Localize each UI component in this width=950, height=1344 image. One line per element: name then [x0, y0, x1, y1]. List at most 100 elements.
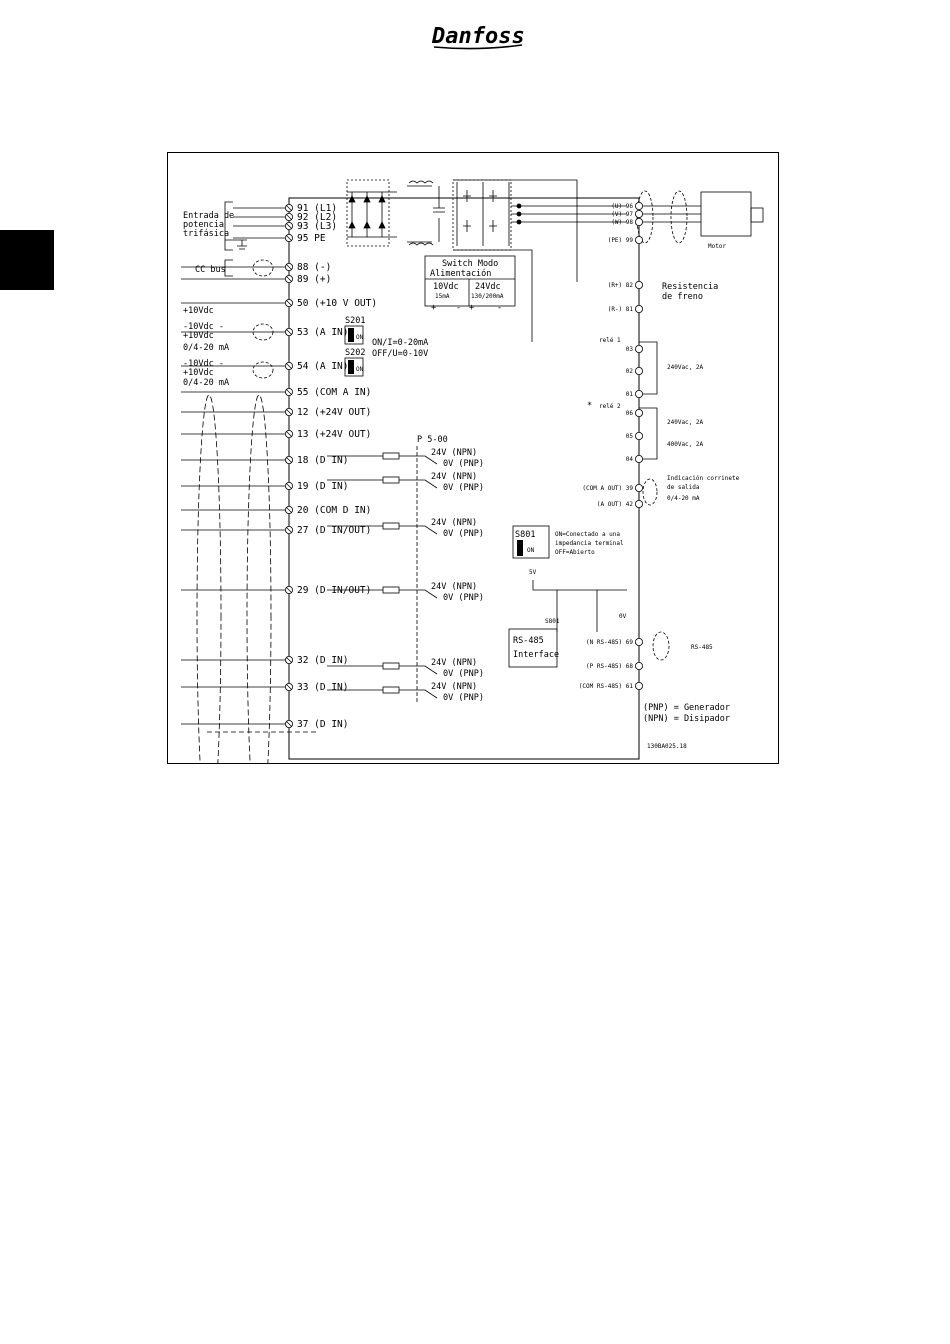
svg-text:Switch Modo: Switch Modo — [442, 259, 498, 269]
svg-text:24V (NPN): 24V (NPN) — [431, 658, 477, 668]
ai-mode-label: ON/I=0-20mA OFF/U=0-10V — [372, 338, 428, 359]
svg-text:0V (PNP): 0V (PNP) — [443, 459, 484, 469]
motor-group — [636, 190, 764, 244]
chapter-tab — [0, 230, 54, 290]
svg-text:-10Vdc -: -10Vdc - — [183, 359, 224, 369]
terminal-label-39: (COM A OUT) 39 — [582, 485, 633, 492]
terminal-06 — [634, 408, 643, 417]
svg-text:S201: S201 — [345, 316, 365, 326]
terminal-96 — [634, 202, 643, 211]
terminal-label-61: (COM RS-485) 61 — [579, 683, 634, 690]
svg-text:24V (NPN): 24V (NPN) — [431, 518, 477, 528]
power-supply-box: Switch Modo Alimentación 10Vdc 15mA 24Vd… — [424, 255, 516, 313]
svg-text:10Vdc: 10Vdc — [433, 282, 459, 292]
dc-bus-label: CC bus — [195, 265, 226, 275]
svg-text:ON: ON — [356, 334, 364, 341]
terminal-label-55: 55 (COM A IN) — [297, 387, 371, 398]
terminal-label-50: 50 (+10 V OUT) — [297, 298, 377, 309]
switch-s801: S801 ON ON=Conectado a una impedancia te… — [512, 525, 624, 559]
svg-text:24V (NPN): 24V (NPN) — [431, 682, 477, 692]
terminal-04 — [634, 454, 643, 463]
svg-text:0/4-20 mA: 0/4-20 mA — [667, 495, 700, 502]
terminal-label-54: 54 (A IN) — [297, 361, 348, 372]
ain54-label: -10Vdc - +10Vdc 0/4-20 mA — [183, 359, 229, 388]
svg-text:Alimentación: Alimentación — [430, 268, 491, 279]
terminal-01 — [634, 389, 643, 398]
svg-text:0/4-20 mA: 0/4-20 mA — [183, 378, 229, 388]
svg-text:0V (PNP): 0V (PNP) — [443, 593, 484, 603]
terminal-label-02: 02 — [626, 368, 634, 375]
svg-text:24V (NPN): 24V (NPN) — [431, 472, 477, 482]
terminal-label-33: 33 (D IN) — [297, 682, 348, 693]
digital-input-row: 24V (NPN)0V (PNP) — [327, 582, 484, 603]
switch-s202: S202 ON — [344, 348, 365, 377]
terminal-label-68: (P RS-485) 68 — [586, 663, 633, 670]
svg-text:*: * — [587, 401, 592, 411]
terminal-03 — [634, 344, 643, 353]
aout-label: Indicación corrinete de salida 0/4-20 mA — [642, 475, 740, 506]
digital-input-row: 24V (NPN)0V (PNP) — [327, 518, 484, 539]
svg-text:S801: S801 — [545, 618, 560, 625]
terminal-02 — [634, 366, 643, 375]
terminal-61 — [634, 682, 643, 691]
terminal-label-53: 53 (A IN) — [297, 327, 348, 338]
svg-text:15mA: 15mA — [435, 293, 450, 300]
terminal-label-95: 95 PE — [297, 233, 326, 244]
terminal-39 — [634, 483, 643, 492]
wiring-diagram: Entrada de potencia trifásica CC bus +10… — [167, 152, 779, 764]
svg-text:ON: ON — [356, 366, 364, 373]
terminal-98 — [634, 218, 643, 227]
terminal-label-42: (A OUT) 42 — [597, 501, 634, 508]
terminal-label-96: (U) 96 — [611, 203, 633, 210]
relay-1: relé 1 240Vac, 2A — [599, 337, 704, 395]
svg-text:ON: ON — [527, 547, 535, 554]
svg-text:impedancia terminal: impedancia terminal — [555, 540, 624, 547]
svg-text:S202: S202 — [345, 348, 365, 358]
svg-text:130/200mA: 130/200mA — [471, 293, 504, 300]
svg-text:0V (PNP): 0V (PNP) — [443, 529, 484, 539]
svg-text:P 5-00: P 5-00 — [417, 435, 448, 445]
power-input-label: Entrada de potencia trifásica — [183, 211, 234, 239]
svg-text:relé 1: relé 1 — [599, 337, 621, 344]
svg-text:Interface: Interface — [513, 650, 559, 660]
legend: (PNP) = Generador (NPN) = Disipador — [643, 703, 730, 724]
terminal-label-93: 93 (L3) — [297, 221, 337, 232]
svg-text:0/4-20 mA: 0/4-20 mA — [183, 343, 229, 353]
ain53-label: -10Vdc - +10Vdc 0/4-20 mA — [183, 322, 229, 353]
p10vdc-label: +10Vdc — [183, 306, 214, 316]
svg-text:-: - — [497, 303, 502, 313]
svg-text:RS-485: RS-485 — [691, 644, 713, 651]
svg-text:ON/I=0-20mA: ON/I=0-20mA — [372, 338, 428, 348]
terminal-label-91: 91 (L1) — [297, 203, 337, 214]
figure-code: 130BA025.18 — [647, 743, 687, 750]
svg-text:240Vac, 2A: 240Vac, 2A — [667, 419, 704, 426]
terminal-label-37: 37 (D IN) — [297, 719, 348, 730]
terminal-label-12: 12 (+24V OUT) — [297, 407, 371, 418]
svg-text:Resistencia: Resistencia — [662, 282, 718, 292]
terminal-label-18: 18 (D IN) — [297, 455, 348, 466]
svg-text:5V: 5V — [529, 569, 537, 576]
svg-text:+: + — [431, 303, 436, 313]
svg-text:RS-485: RS-485 — [513, 636, 544, 646]
svg-text:-10Vdc -: -10Vdc - — [183, 322, 224, 332]
svg-text:potencia: potencia — [183, 220, 224, 230]
terminal-label-97: (V) 97 — [611, 211, 633, 218]
terminal-81 — [634, 304, 643, 313]
terminal-label-04: 04 — [626, 456, 634, 463]
terminal-label-89: 89 (+) — [297, 274, 331, 285]
terminal-99 — [634, 236, 643, 245]
switch-s201: S201 ON — [344, 316, 365, 345]
svg-text:0V: 0V — [619, 613, 627, 620]
svg-text:240Vac, 2A: 240Vac, 2A — [667, 364, 704, 371]
svg-text:(PNP) = Generador: (PNP) = Generador — [643, 703, 730, 713]
terminal-label-19: 19 (D IN) — [297, 481, 348, 492]
svg-text:de freno: de freno — [662, 292, 703, 302]
brake-label: Resistencia de freno — [662, 282, 718, 302]
svg-text:+10Vdc: +10Vdc — [183, 368, 214, 378]
svg-text:+: + — [469, 303, 474, 313]
terminal-label-69: (N RS-485) 69 — [586, 639, 633, 646]
svg-text:S801: S801 — [515, 530, 535, 540]
terminal-97 — [634, 210, 643, 219]
terminal-69 — [634, 637, 643, 646]
terminal-68 — [634, 661, 643, 670]
